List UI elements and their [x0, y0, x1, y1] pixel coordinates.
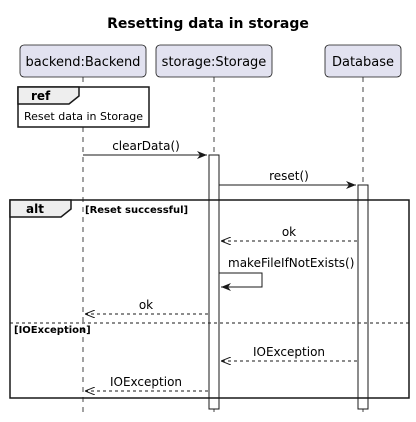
participant-label: storage:Storage: [162, 55, 267, 70]
participant-label: backend:Backend: [26, 55, 141, 70]
activation-bar-storage: [208, 154, 220, 410]
ref-frame: ref Reset data in Storage: [17, 86, 150, 128]
participant-backend[interactable]: backend:Backend: [19, 44, 147, 78]
ref-text: Reset data in Storage: [24, 110, 143, 123]
self-message-arrow: [219, 272, 263, 291]
activation-bar-database: [357, 184, 369, 410]
message-label-ok-db: ok: [282, 225, 296, 239]
diagram-title: Resetting data in storage: [107, 16, 309, 32]
ref-keyword: ref: [31, 89, 51, 103]
message-label-clear-data: clearData(): [112, 139, 180, 153]
alt-frame: alt [Reset successful] [IOException]: [9, 199, 410, 399]
message-label-make-file: makeFileIfNotExists(): [228, 256, 354, 270]
participant-database[interactable]: Database: [324, 44, 402, 78]
message-label-ok-storage: ok: [139, 298, 153, 312]
alt-guard-success: [Reset successful]: [85, 205, 188, 216]
message-label-ioexception-storage: IOException: [110, 375, 182, 389]
message-label-ioexception-db: IOException: [253, 345, 325, 359]
alt-keyword: alt: [26, 202, 44, 216]
participant-label: Database: [332, 55, 394, 70]
alt-guard-ioexception: [IOException]: [14, 325, 91, 336]
message-label-reset: reset(): [269, 169, 309, 183]
participant-storage[interactable]: storage:Storage: [155, 44, 273, 78]
